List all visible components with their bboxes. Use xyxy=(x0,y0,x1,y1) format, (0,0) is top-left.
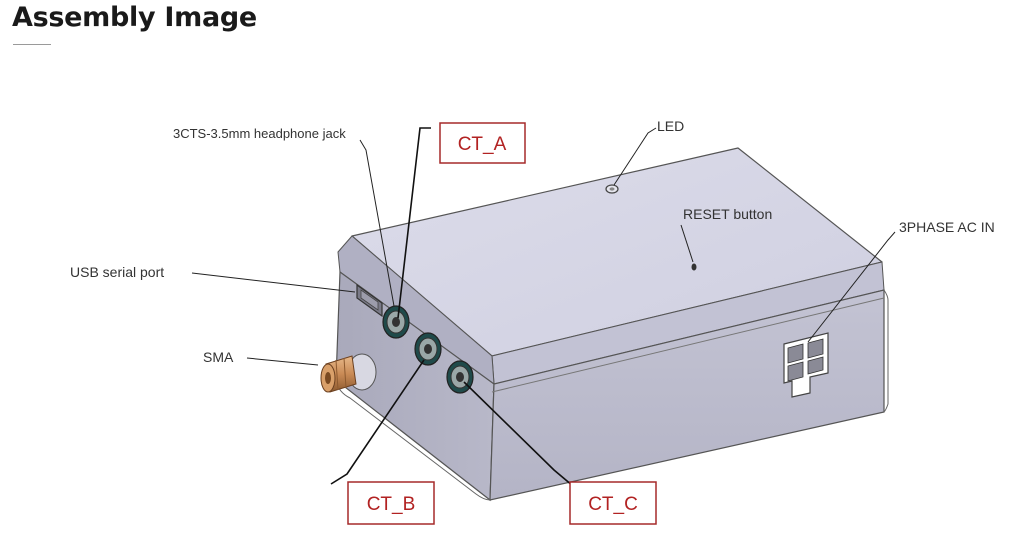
headphone-jack-a xyxy=(382,305,410,339)
reset-button-hole xyxy=(691,263,697,271)
leader-ct-a xyxy=(397,127,431,319)
label-usb-port: USB serial port xyxy=(70,264,164,280)
headphone-jack-b xyxy=(414,332,442,366)
leader-ct-c xyxy=(463,381,574,487)
ct-b-callout: CT_B xyxy=(347,481,435,525)
label-headphone-jack: 3CTS-3.5mm headphone jack xyxy=(173,126,346,141)
usb-port xyxy=(356,283,383,318)
ac-in-connector xyxy=(783,332,829,398)
leader-usb-port xyxy=(191,272,356,293)
leader-ct-b xyxy=(330,359,425,485)
sma-connector xyxy=(320,353,377,393)
leader-sma xyxy=(246,357,319,366)
label-sma: SMA xyxy=(203,349,234,365)
headphone-jack-c xyxy=(446,360,474,394)
leader-ac-in xyxy=(807,231,896,343)
ct-b-label: CT_B xyxy=(367,494,416,515)
label-reset-button: RESET button xyxy=(683,206,772,222)
ct-a-callout: CT_A xyxy=(439,122,526,164)
enclosure xyxy=(335,147,889,502)
ct-a-label: CT_A xyxy=(458,134,507,155)
label-led: LED xyxy=(657,118,684,134)
title-underline xyxy=(13,44,51,45)
leader-headphone-jack xyxy=(359,139,395,307)
label-ac-in: 3PHASE AC IN xyxy=(899,219,995,235)
ct-c-label: CT_C xyxy=(588,494,638,515)
ct-c-callout: CT_C xyxy=(569,481,657,525)
leader-led xyxy=(613,127,657,186)
leader-reset xyxy=(680,224,694,263)
page-title: Assembly Image xyxy=(12,2,257,33)
